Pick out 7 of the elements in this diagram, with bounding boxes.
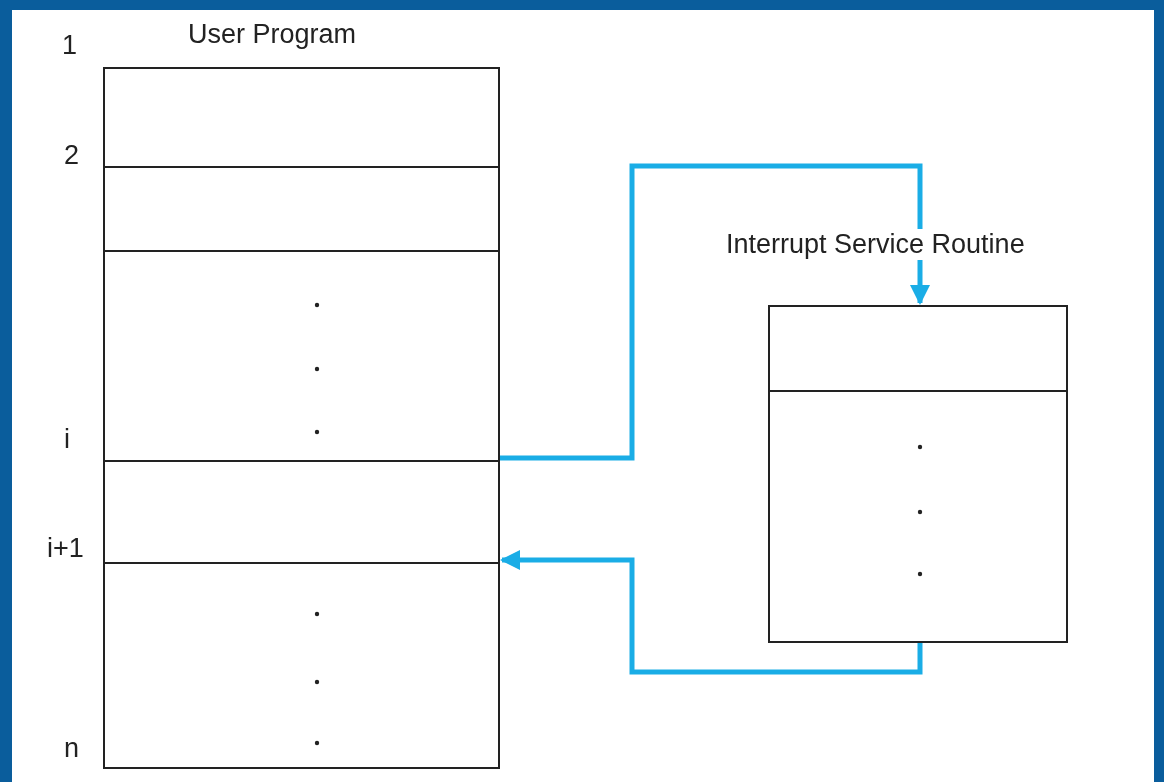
row-number: i+1 bbox=[47, 533, 84, 564]
row-number: i bbox=[64, 424, 70, 455]
row-number: 2 bbox=[64, 140, 80, 171]
row-number: n bbox=[64, 733, 80, 764]
arrow bbox=[500, 163, 930, 461]
row-number: 1 bbox=[62, 30, 78, 61]
arrow bbox=[500, 550, 923, 675]
